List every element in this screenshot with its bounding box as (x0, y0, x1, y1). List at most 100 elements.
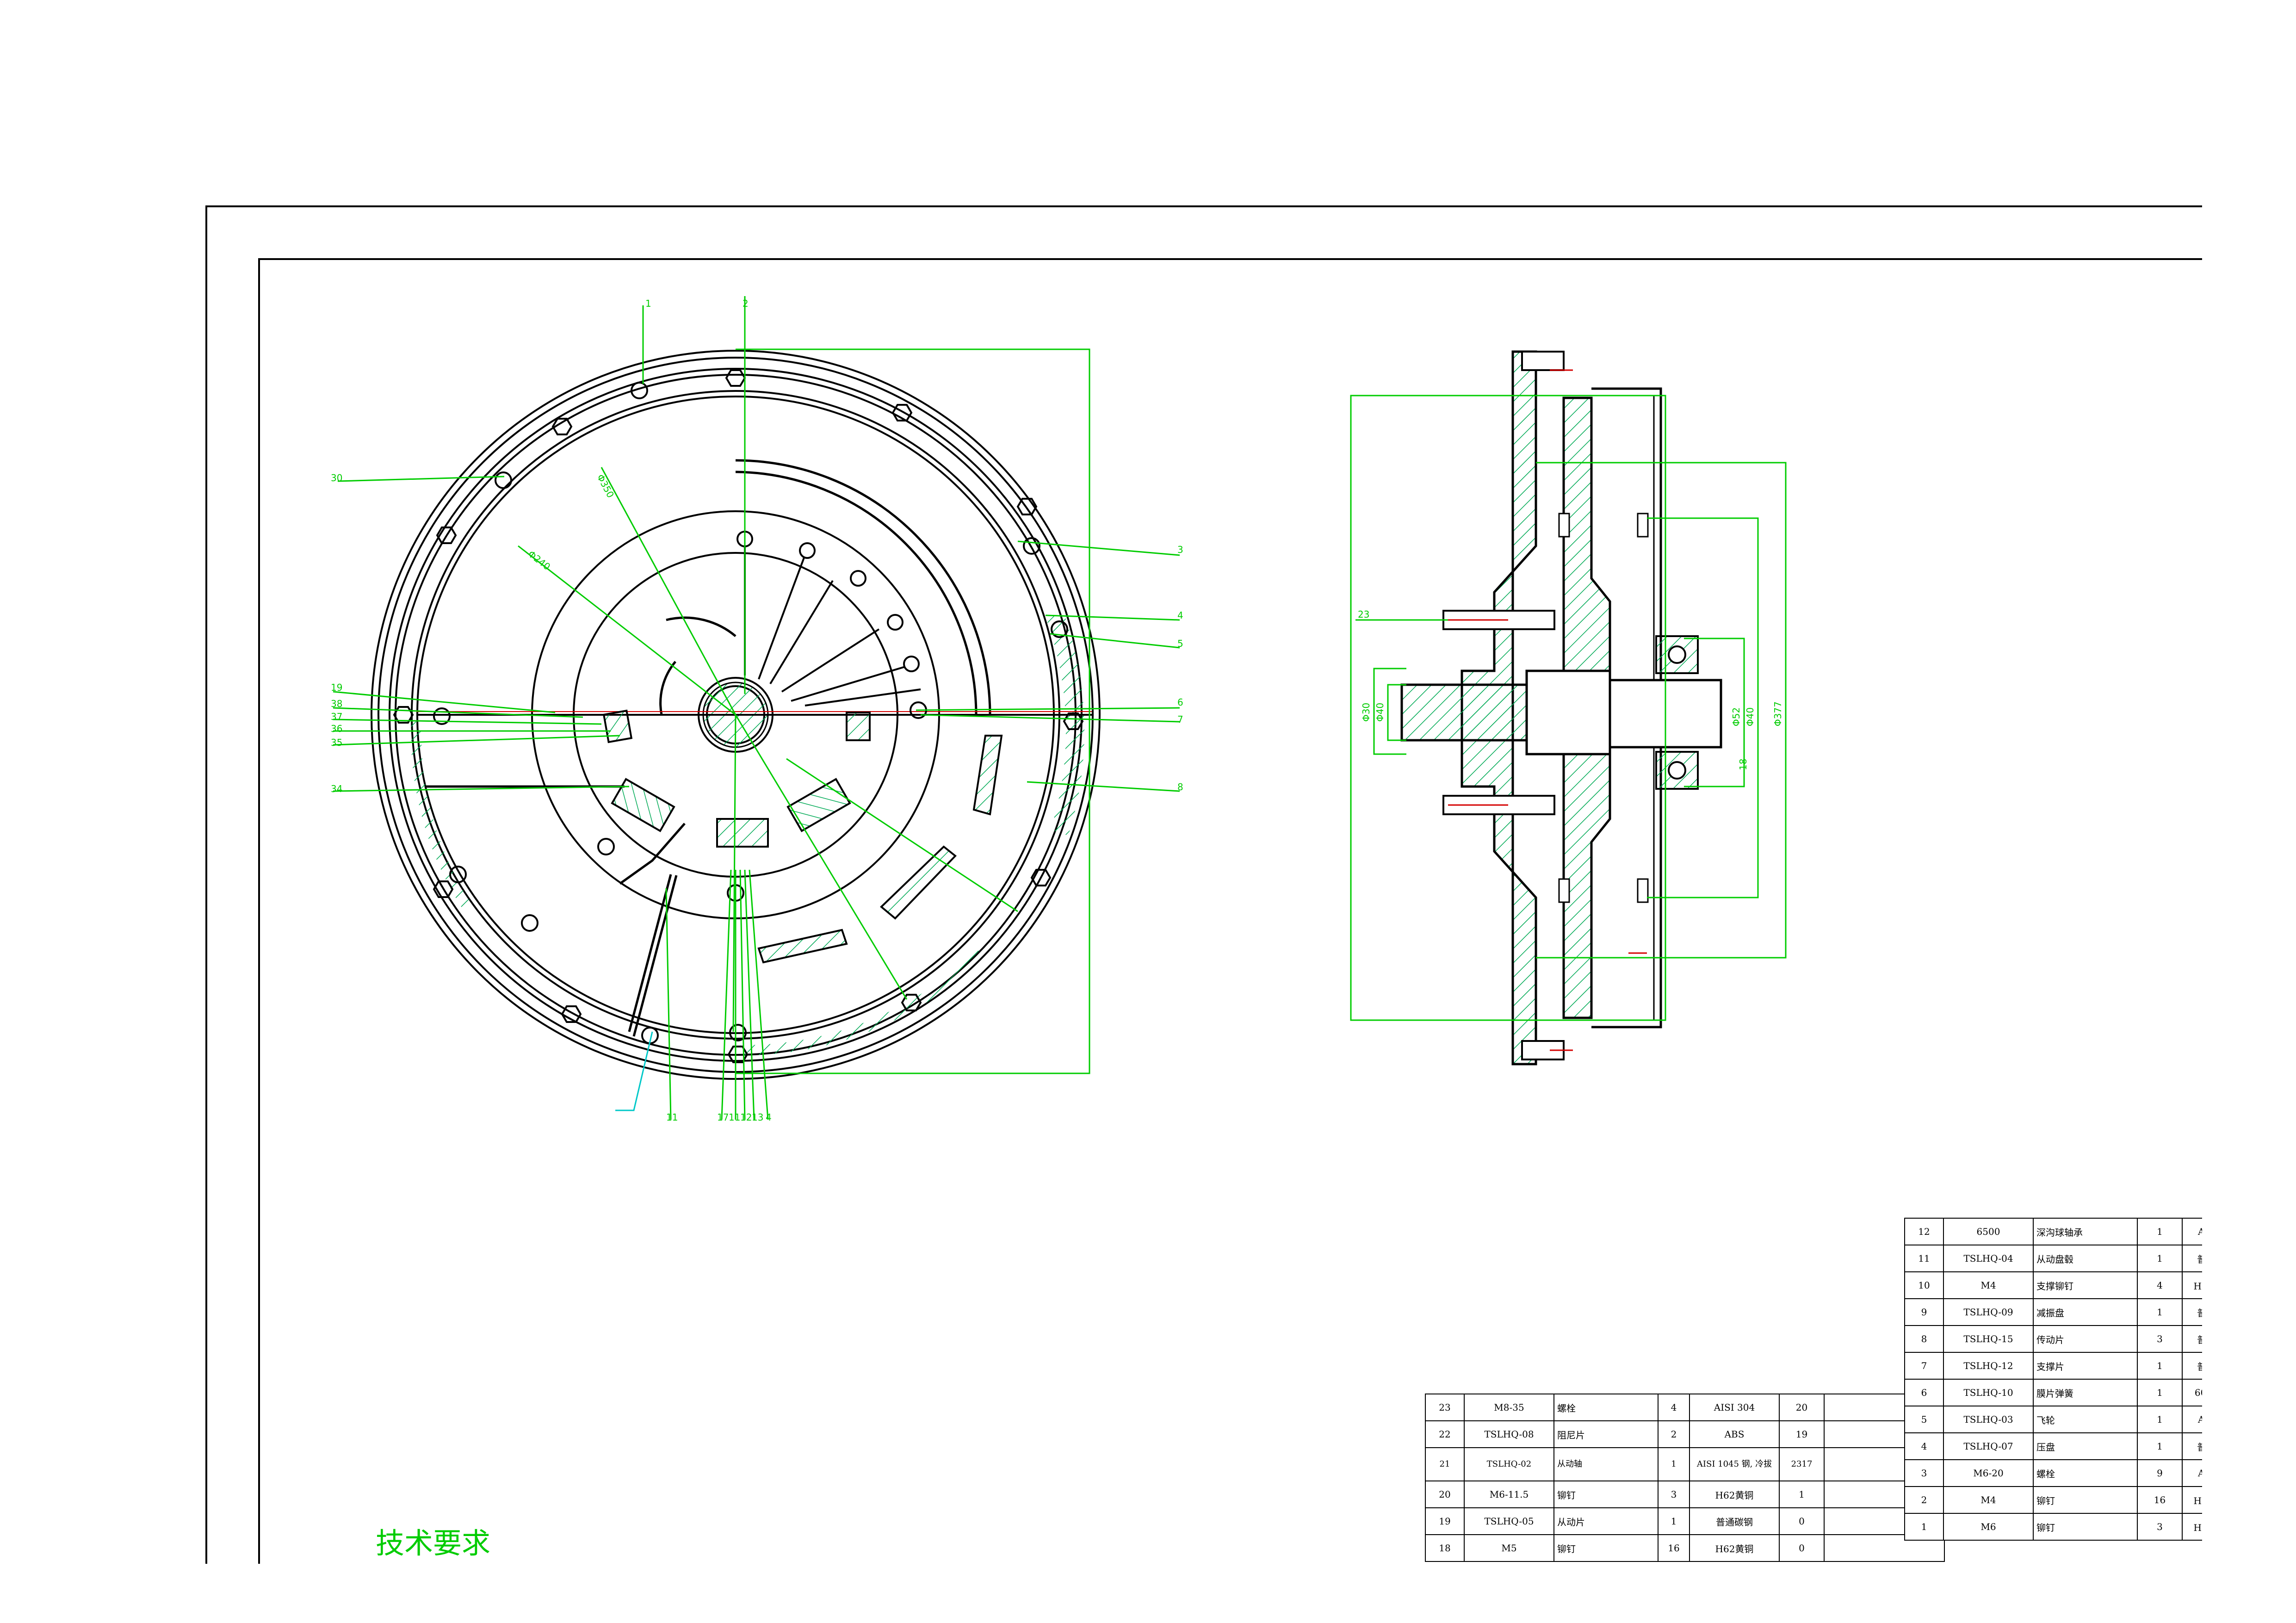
bom-qty: 1 (2137, 1352, 2183, 1380)
balloon-right-7: 7 (1177, 714, 1183, 725)
bom-no: 9 (1904, 1298, 1944, 1326)
bom-no: 21 (1425, 1447, 1465, 1481)
balloon-right-4: 4 (1177, 610, 1183, 621)
bom-qty: 1 (2137, 1245, 2183, 1272)
bom-code: M8-35 (1464, 1394, 1554, 1421)
bom-qty: 9 (2137, 1459, 2183, 1487)
bom-row: 21 TSLHQ-02 从动轴 1 AISI 1045 钢, 冷拔 2317 (1425, 1447, 1945, 1481)
bom-qty: 1 (2137, 1406, 2183, 1433)
bom-material: AISI 1045 钢, 冷拔 (1689, 1447, 1780, 1481)
bom-mass: 0 (1779, 1507, 1825, 1535)
bom-qty: 3 (2137, 1513, 2183, 1541)
bom-part-name: 螺栓 (1553, 1394, 1659, 1421)
bom-part-name: 铆钉 (1553, 1534, 1659, 1562)
bom-row: 2M4铆钉16H62黄 (1904, 1486, 2234, 1514)
section-dim-phi40b: Φ40 (1745, 707, 1756, 726)
bom-part-name: 铆钉 (1553, 1481, 1659, 1508)
bom-no: 22 (1425, 1420, 1465, 1448)
bom-qty: 4 (1658, 1394, 1690, 1421)
bom-no: 2 (1904, 1486, 1944, 1514)
balloon-right-3: 3 (1177, 544, 1183, 555)
balloon-bottom-11a: 11 (666, 1112, 678, 1123)
bom-part-name: 从动片 (1553, 1507, 1659, 1535)
bom-part-name: 膜片弹簧 (2033, 1379, 2138, 1406)
bom-mass: 0 (1779, 1534, 1825, 1562)
section-dim-phi40a: Φ40 (1374, 703, 1386, 722)
balloon-left-35: 35 (331, 737, 342, 748)
bom-row: 10M4支撑铆钉4H62黄 (1904, 1271, 2234, 1299)
bom-code: TSLHQ-05 (1464, 1507, 1554, 1535)
front-view-leaders (333, 296, 1180, 1120)
bom-code: TSLHQ-07 (1943, 1432, 2034, 1460)
bom-code: TSLHQ-08 (1464, 1420, 1554, 1448)
bom-qty: 3 (1658, 1481, 1690, 1508)
section-dim-phi52: Φ52 (1731, 707, 1742, 726)
bom-part-name: 阻尼片 (1553, 1420, 1659, 1448)
balloon-left-19: 19 (331, 682, 342, 693)
bom-qty: 2 (1658, 1420, 1690, 1448)
bom-code: TSLHQ-15 (1943, 1325, 2034, 1353)
bom-qty: 1 (2137, 1298, 2183, 1326)
bom-row: 19 TSLHQ-05 从动片 1 普通碳钢 0 (1425, 1507, 1945, 1535)
bom-row: 18 M5 铆钉 16 H62黄铜 0 (1425, 1534, 1945, 1562)
balloon-left-34: 34 (331, 783, 342, 794)
bom-row: 126500深沟球轴承1AISI (1904, 1218, 2234, 1245)
bom-mass: 1 (1779, 1481, 1825, 1508)
bom-part-name: 从动轴 (1553, 1447, 1659, 1481)
bom-no: 23 (1425, 1394, 1465, 1421)
sheet-border (205, 205, 2202, 1564)
bom-code: TSLHQ-12 (1943, 1352, 2034, 1380)
bom-no: 12 (1904, 1218, 1944, 1245)
bom-material: AISI 304 (1689, 1394, 1780, 1421)
bom-table-right: 126500深沟球轴承1AISI11TSLHQ-04从动盘毂1普通(10M4支撑… (1904, 1218, 2234, 1541)
bom-part-name: 铆钉 (2033, 1486, 2138, 1514)
bom-material: H62黄铜 (1689, 1534, 1780, 1562)
bom-material: ABS (1689, 1420, 1780, 1448)
balloon-top-2: 2 (743, 298, 749, 309)
bom-code: M5 (1464, 1534, 1554, 1562)
dimension-phi350: Φ350 (595, 472, 617, 500)
bom-qty: 1 (1658, 1507, 1690, 1535)
bom-code: M4 (1943, 1271, 2034, 1299)
section-view: 23 Φ30 Φ40 Φ52 Φ40 Φ377 18 (1350, 350, 1787, 1065)
bom-material: H62黄铜 (1689, 1481, 1780, 1508)
balloon-bottom-12: 12 (740, 1112, 752, 1123)
bom-part-name: 传动片 (2033, 1325, 2138, 1353)
bom-table-left: 23 M8-35 螺栓 4 AISI 304 20 22 TSLHQ-08 阻尼… (1425, 1394, 1945, 1562)
balloon-top-1: 1 (645, 298, 651, 309)
section-dim-phi377: Φ377 (1772, 701, 1783, 726)
bom-code: M6 (1943, 1513, 2034, 1541)
balloon-left-36: 36 (331, 723, 342, 734)
balloon-right-6: 6 (1177, 697, 1183, 708)
bom-code: TSLHQ-09 (1943, 1298, 2034, 1326)
bom-no: 10 (1904, 1271, 1944, 1299)
section-balloon-23: 23 (1358, 609, 1369, 620)
bom-code: M6-20 (1943, 1459, 2034, 1487)
section-dim-18: 18 (1738, 759, 1749, 770)
bom-part-name: 从动盘毂 (2033, 1245, 2138, 1272)
bom-row: 1M6铆钉3H62黄 (1904, 1513, 2234, 1541)
bom-part-name: 减振盘 (2033, 1298, 2138, 1326)
bom-row: 22 TSLHQ-08 阻尼片 2 ABS 19 (1425, 1420, 1945, 1448)
bom-part-name: 铆钉 (2033, 1513, 2138, 1541)
bom-no: 4 (1904, 1432, 1944, 1460)
bom-part-name: 支撑铆钉 (2033, 1271, 2138, 1299)
bom-code: M6-11.5 (1464, 1481, 1554, 1508)
bom-part-name: 深沟球轴承 (2033, 1218, 2138, 1245)
bom-mass: 20 (1779, 1394, 1825, 1421)
bom-no: 8 (1904, 1325, 1944, 1353)
bom-qty: 1 (1658, 1447, 1690, 1481)
bom-no: 5 (1904, 1406, 1944, 1433)
balloon-left-38: 38 (331, 698, 342, 709)
bom-no: 11 (1904, 1245, 1944, 1272)
bom-no: 19 (1425, 1507, 1465, 1535)
technical-requirements-heading: 技术要求 (376, 1526, 491, 1560)
bom-no: 20 (1425, 1481, 1465, 1508)
balloon-bottom-4: 4 (766, 1112, 772, 1123)
